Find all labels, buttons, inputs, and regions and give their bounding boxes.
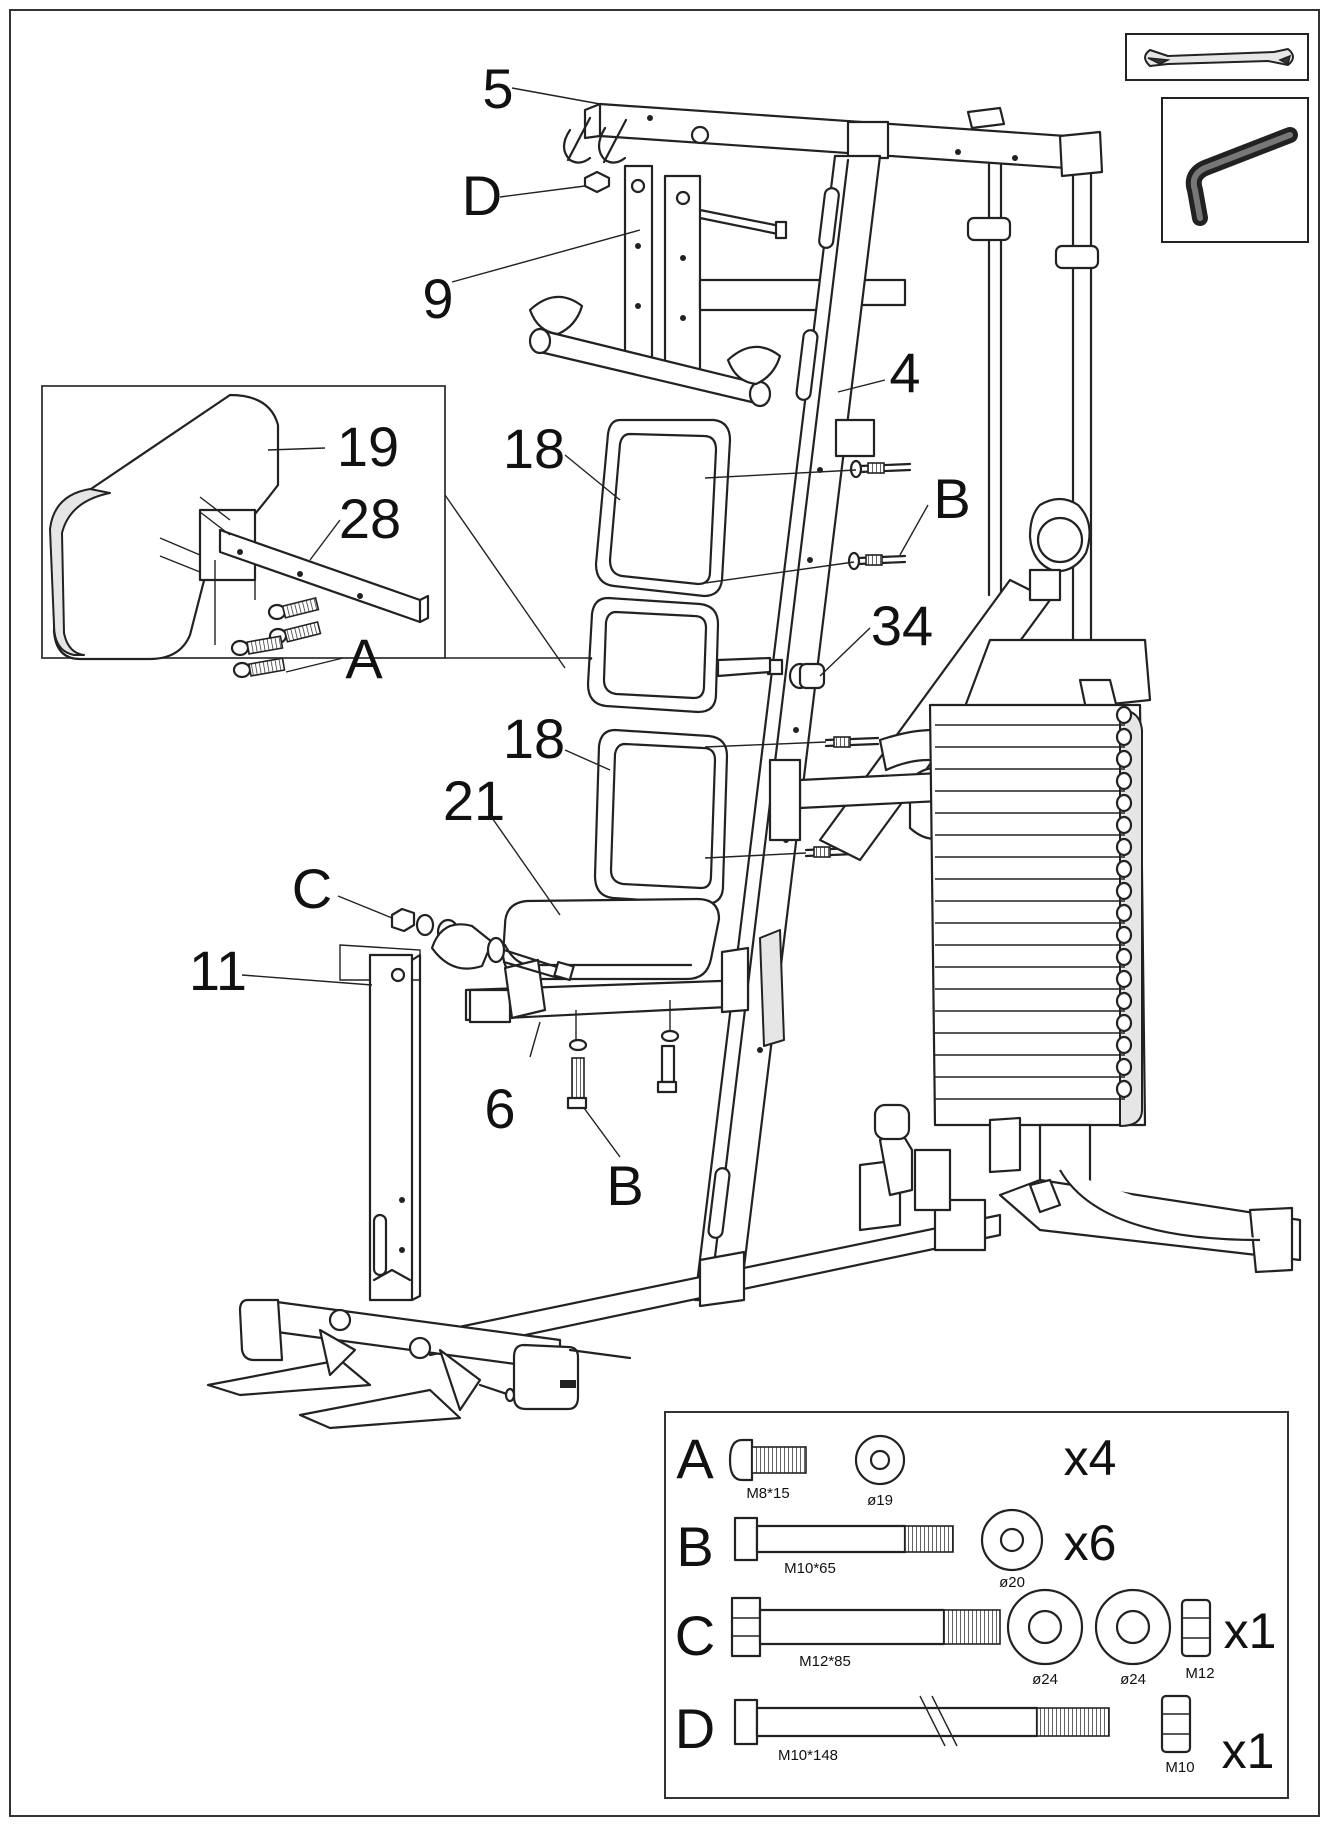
- callout-21: 21: [443, 769, 505, 832]
- main-upright-part-4: [693, 154, 882, 1302]
- hw-washer-size-A: ø19: [867, 1492, 893, 1509]
- inset-callout-19: 19: [337, 415, 399, 478]
- hw-washer-size-B: ø20: [999, 1574, 1025, 1591]
- seat-frame-part-6: [464, 929, 785, 1047]
- hardware-row-C: C M12*85 ø24 ø24 M12 x1: [675, 1588, 1277, 1688]
- knob-part-34: [788, 662, 826, 690]
- hw-letter-D: D: [675, 1697, 715, 1760]
- allen-key-icon: [1161, 97, 1309, 243]
- weight-stack: [928, 638, 1152, 1197]
- hardware-row-A: A M8*15 ø19 x4: [676, 1427, 1116, 1509]
- hw-bolt-size-B: M10*65: [784, 1560, 836, 1577]
- callout-9: 9: [422, 267, 453, 330]
- hw-washer1-size-C: ø24: [1032, 1671, 1058, 1688]
- hw-letter-C: C: [675, 1604, 715, 1667]
- hw-qty-B: x6: [1064, 1515, 1117, 1571]
- inset-dash-holes: [159, 496, 256, 645]
- inset-bolts-A: [230, 596, 322, 679]
- bracket-part-9: [583, 164, 788, 372]
- hw-nut-size-D: M10: [1165, 1759, 1194, 1776]
- pivot-bar: [528, 278, 907, 408]
- hardware-B-under-seat: [566, 1000, 680, 1110]
- pad-bolts: [804, 459, 912, 858]
- callout-18-upper: 18: [503, 417, 565, 480]
- callout-labels: 5 D 9 4 18 B 34 18 21 C 11 6 B: [189, 57, 971, 1217]
- callout-34: 34: [871, 594, 933, 657]
- callout-18-lower: 18: [503, 707, 565, 770]
- hw-washer2-size-C: ø24: [1120, 1671, 1146, 1688]
- callout-B-upper: B: [933, 467, 970, 530]
- detail-inset: 19 28 A: [41, 385, 593, 690]
- hw-qty-D: x1: [1222, 1723, 1275, 1779]
- back-pad-middle-part-19: [586, 596, 772, 714]
- callout-C: C: [292, 857, 332, 920]
- hw-nut-size-C: M12: [1185, 1665, 1214, 1682]
- hardware-row-B: B M10*65 ø20 x6: [676, 1508, 1117, 1591]
- callout-11: 11: [189, 939, 247, 1002]
- top-frame-part-5: [562, 102, 1104, 178]
- hardware-row-D: D M10*148 M10 x1: [675, 1694, 1275, 1779]
- hw-letter-B: B: [676, 1515, 713, 1578]
- hw-letter-A: A: [676, 1427, 714, 1490]
- back-pad-lower-part-18: [593, 728, 729, 906]
- inset-callout-28: 28: [339, 487, 401, 550]
- callout-5: 5: [482, 57, 513, 120]
- leader-lines: [241, 87, 929, 1158]
- hardware-table: A M8*15 ø19 x4 B M10*65 ø20 x6 C: [664, 1411, 1289, 1799]
- callout-B-lower: B: [606, 1154, 643, 1217]
- inset-callout-A: A: [345, 627, 383, 690]
- base-frame: [206, 1103, 1302, 1430]
- callout-6: 6: [484, 1077, 515, 1140]
- callout-D: D: [462, 164, 502, 227]
- page-border: [9, 9, 1320, 1817]
- back-pad-upper-part-18: [594, 418, 732, 598]
- hardware-C-exploded: [339, 907, 575, 982]
- wrench-icon: [1125, 33, 1309, 81]
- hw-qty-C: x1: [1224, 1603, 1277, 1659]
- callout-4: 4: [889, 341, 920, 404]
- hw-bolt-size-D: M10*148: [778, 1747, 838, 1764]
- hw-bolt-size-C: M12*85: [799, 1653, 851, 1670]
- hw-bolt-size-A: M8*15: [746, 1485, 789, 1502]
- machine-assembly: [206, 102, 1302, 1430]
- leg-post-part-11: [368, 953, 422, 1302]
- hw-qty-A: x4: [1064, 1430, 1117, 1486]
